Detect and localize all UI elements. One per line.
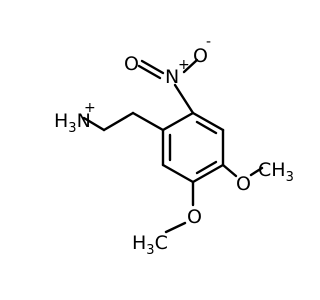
bond-ch2-ch2 <box>102 111 135 132</box>
nitro-o-single: O <box>193 45 208 67</box>
ring-bond-2 <box>161 163 195 184</box>
nitro-n-charge: + <box>178 57 190 73</box>
ring-double-3 <box>195 120 218 135</box>
bond-ring-o-upper <box>221 163 238 178</box>
nitro-o-charge: - <box>206 34 211 50</box>
methoxy-lower-o: O <box>187 206 202 228</box>
bond-n-o-single <box>182 58 199 74</box>
ring-double-2 <box>195 160 218 175</box>
ring-bond-6 <box>161 111 195 132</box>
ring-bond-3 <box>191 163 225 184</box>
methoxy-upper-o: O <box>236 173 251 195</box>
methoxy-upper-ch3: CH3 <box>258 159 294 185</box>
ammonium-h-subscript: 3 <box>68 121 76 136</box>
methoxy-lower-subscript: 3 <box>146 243 154 258</box>
bond-ch2-ring <box>131 111 165 132</box>
ring-bond-5 <box>191 111 225 132</box>
methoxy-lower-h: H <box>132 232 146 254</box>
methoxy-lower-c: C <box>155 232 168 254</box>
structure-diagram: H3N + N + O O - O CH3 O H3C <box>54 34 294 258</box>
methoxy-upper-subscript: 3 <box>286 170 294 185</box>
bond-ring-n-nitro <box>173 83 195 115</box>
nitro-o-double: O <box>124 53 139 75</box>
molecule-svg: H3N + N + O O - O CH3 O H3C <box>54 34 294 258</box>
methoxy-upper-c-h: CH <box>258 159 286 181</box>
bond-n-o-double-b <box>137 64 162 80</box>
bond-n-ch2 <box>82 116 106 132</box>
bond-o-ch3-upper <box>249 166 264 177</box>
nitro-n: N <box>165 66 179 88</box>
bond-o-ch3-lower <box>164 221 187 234</box>
ammonium-charge: + <box>84 100 96 116</box>
methoxy-lower-h3c: H3C <box>132 232 168 258</box>
ammonium-label: H3N <box>54 110 91 136</box>
bond-n-o-double-a <box>140 59 165 75</box>
ammonium-n: N <box>77 110 91 132</box>
ammonium-h: H <box>54 110 68 132</box>
